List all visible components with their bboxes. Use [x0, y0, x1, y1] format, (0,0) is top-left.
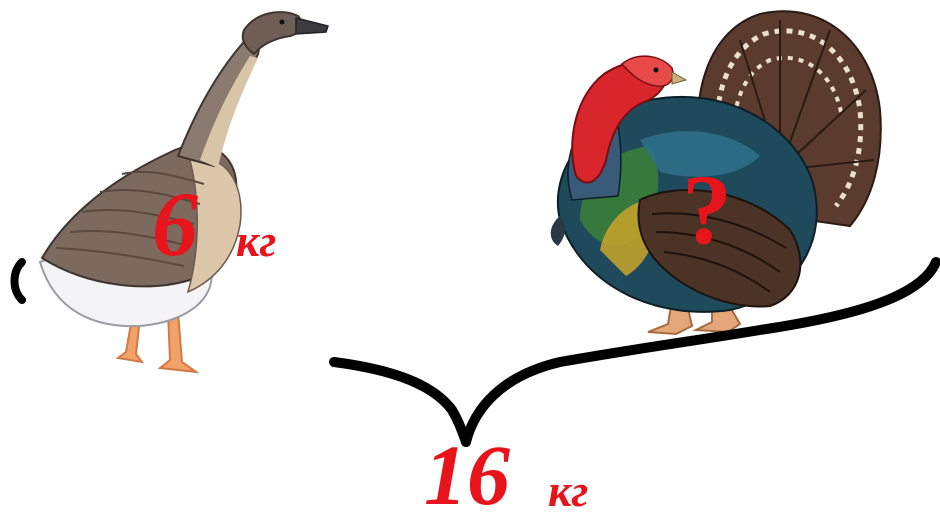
total-brace	[329, 257, 940, 447]
turkey-image	[550, 10, 882, 336]
illustration-canvas	[10, 10, 940, 447]
goose-weight-value: 6	[152, 173, 198, 275]
total-weight-value: 16	[424, 427, 510, 523]
left-brace-fragment	[10, 258, 26, 304]
goose-weight-unit: кг	[236, 215, 277, 266]
goose-image	[38, 11, 329, 374]
total-weight-unit: кг	[548, 465, 589, 516]
problem-illustration: 6 кг ? 16 кг	[10, 10, 940, 518]
turkey-weight-unknown: ?	[682, 154, 732, 265]
